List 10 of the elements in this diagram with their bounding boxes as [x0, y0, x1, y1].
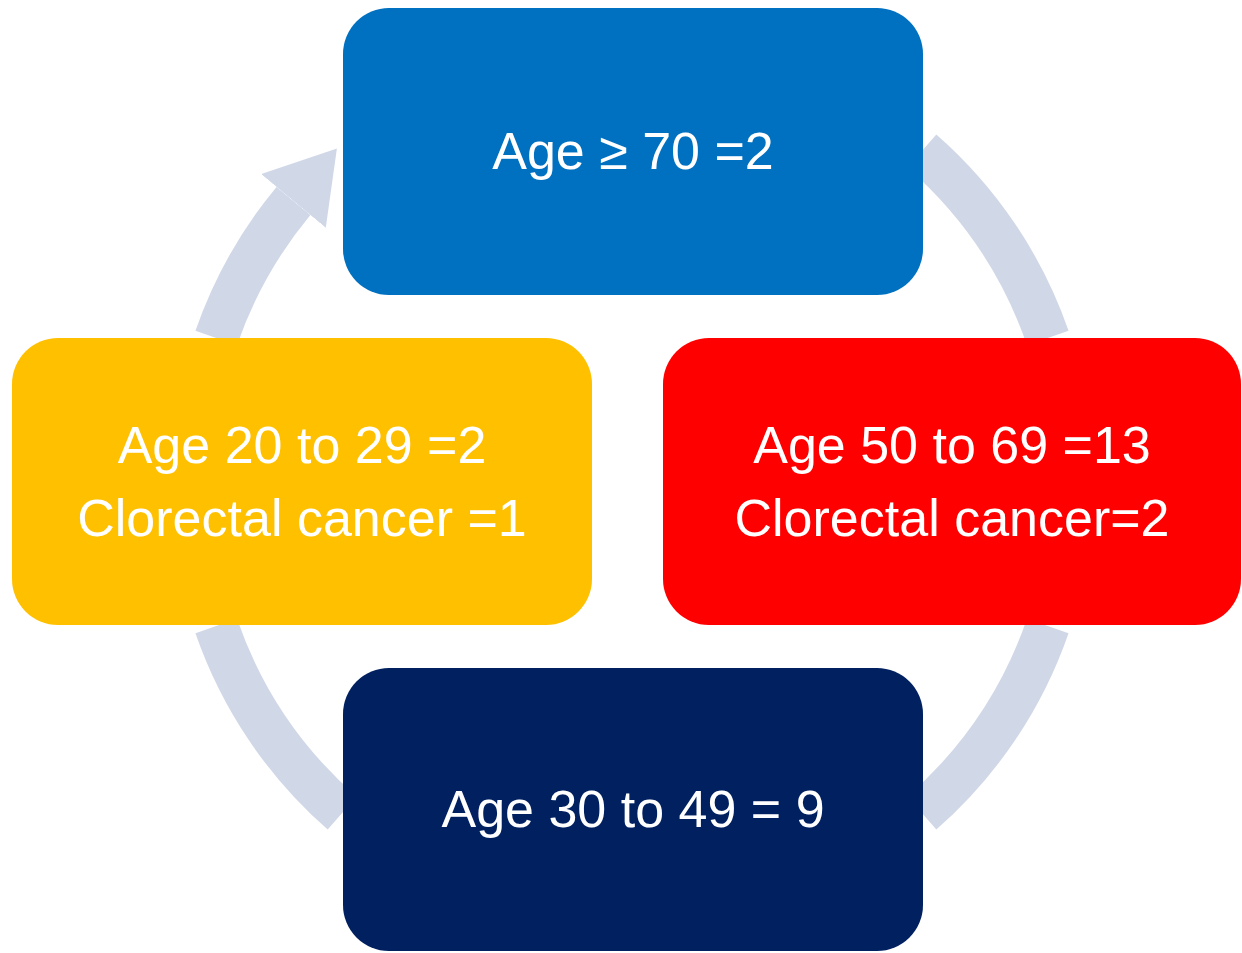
- stage-label: Age 30 to 49 = 9: [441, 779, 825, 841]
- stage-box: [343, 668, 923, 951]
- stage-label: Clorectal cancer =1: [77, 487, 527, 549]
- stage-label: Age 20 to 29 =2: [117, 414, 487, 476]
- stage-box: [663, 338, 1241, 625]
- stage-label: Age 50 to 69 =13: [753, 414, 1151, 476]
- stage-box: [343, 8, 923, 295]
- stage-label: Clorectal cancer=2: [734, 487, 1170, 549]
- stage-label: Age ≥ 70 =2: [492, 121, 774, 183]
- stage-box: [12, 338, 592, 625]
